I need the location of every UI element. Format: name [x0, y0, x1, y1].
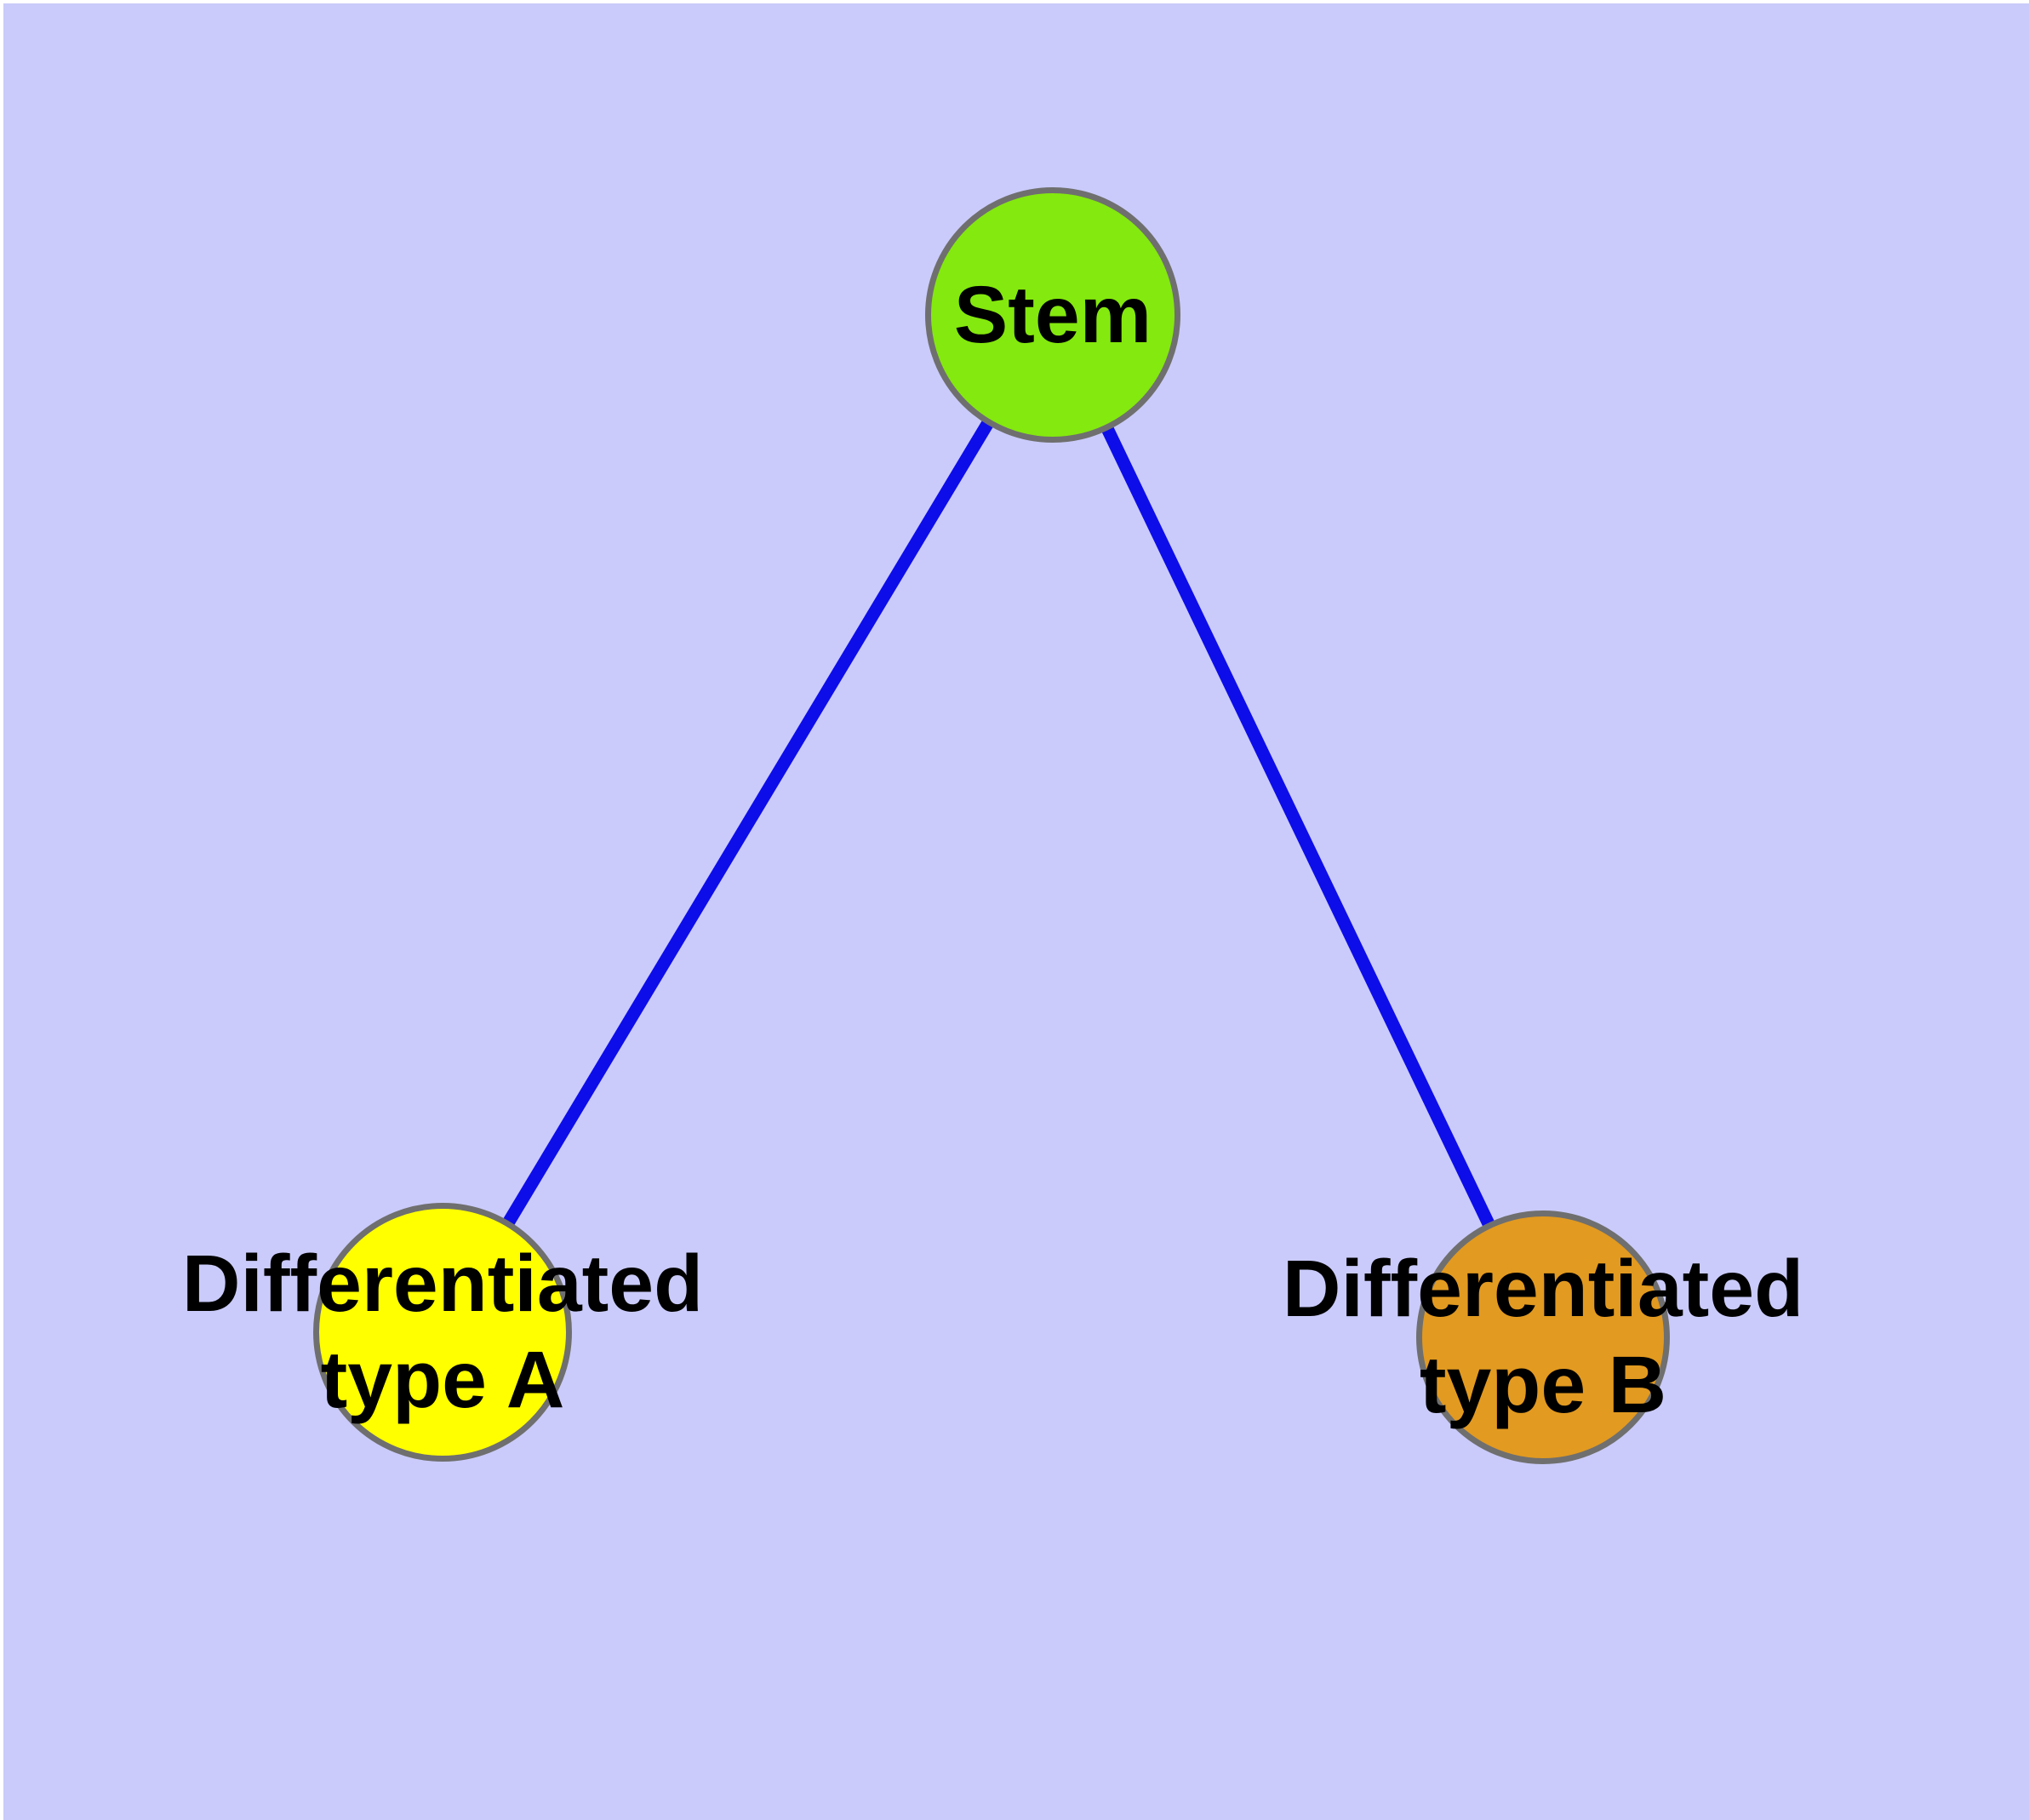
node-label-line: Differentiated [1282, 1244, 1804, 1334]
node-differentiated-type-b-label: Differentiated type B [1283, 1241, 1803, 1434]
node-differentiated-type-a: Differentiated type A [182, 1203, 703, 1462]
node-stem-label: Stem [954, 267, 1152, 363]
node-stem: Stem [925, 187, 1180, 443]
edge-stem-diff-b [1047, 312, 1549, 1341]
node-differentiated-type-b: Differentiated type B [1283, 1210, 1803, 1464]
node-label-line: type A [320, 1335, 565, 1425]
node-differentiated-type-a-label: Differentiated type A [182, 1236, 703, 1428]
node-label-line: Differentiated [181, 1239, 704, 1329]
node-label-line: Stem [953, 269, 1152, 360]
edge-stem-diff-a [437, 312, 1059, 1336]
node-label-line: type B [1419, 1340, 1667, 1430]
